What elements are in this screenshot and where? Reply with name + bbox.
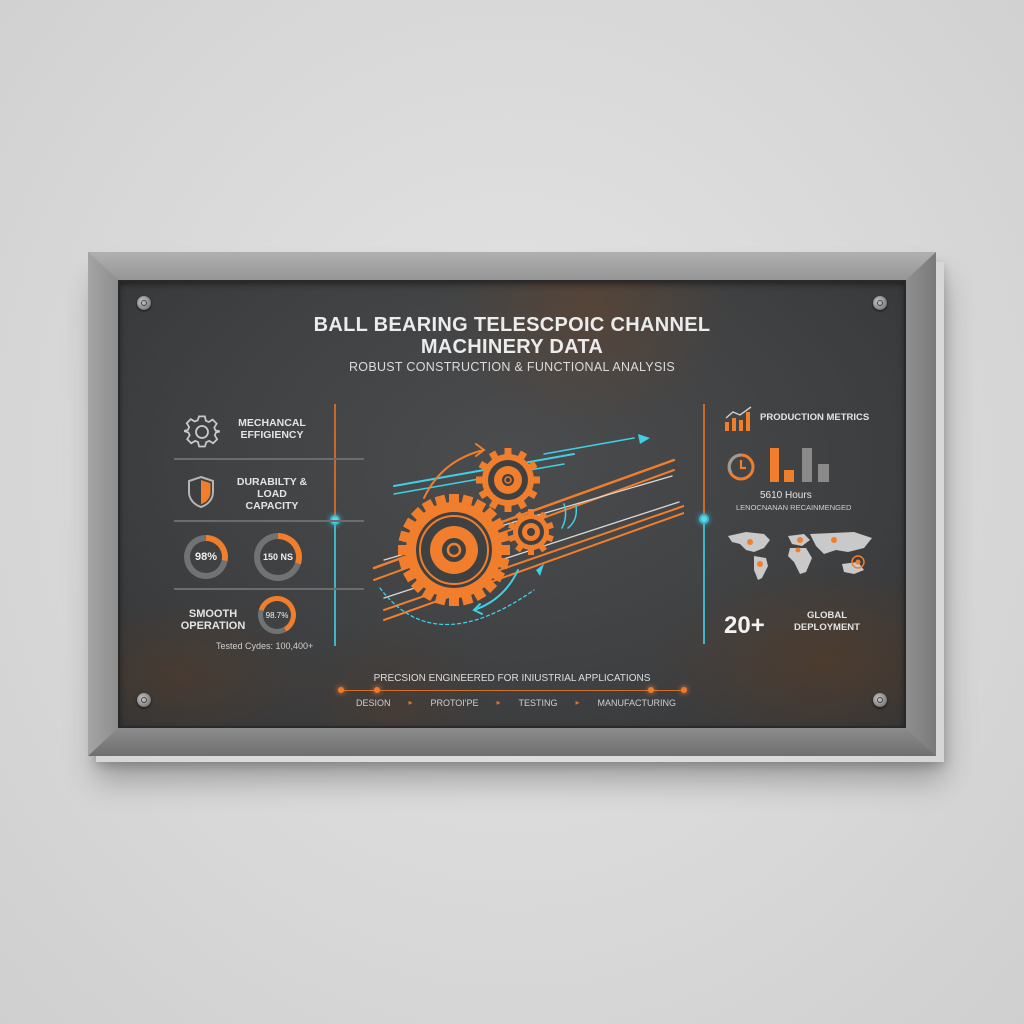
chevron-right-icon: ▸ (496, 698, 501, 707)
hours-caption: LENOCNANAN RECAINMENGED (736, 503, 852, 512)
deployment-count: 20+ (724, 612, 765, 639)
production-metrics-label: PRODUCTION METRICS (760, 412, 870, 423)
chevron-right-icon: ▸ (575, 698, 580, 707)
gauge-efficiency: 98% (184, 535, 228, 579)
process-steps: DESION ▸ PROTOI'PE ▸ TESTING ▸ MANUFACTU… (356, 698, 676, 708)
frame-right-edge (906, 252, 936, 756)
world-map (728, 532, 872, 580)
frame-bottom-edge (88, 728, 936, 756)
timeline-dot (681, 687, 687, 693)
right-connector-node[interactable] (699, 514, 709, 524)
step-prototype[interactable]: PROTOI'PE (430, 698, 479, 708)
deployment-label-line1: GLOBAL (806, 610, 848, 621)
page-title-line1: BALL BEARING TELESCPOIC CHANNEL (313, 314, 711, 336)
gear-mechanism-illustration (372, 434, 684, 626)
shield-icon (188, 475, 214, 509)
bar (770, 448, 779, 482)
clock-icon (727, 453, 755, 481)
gauge-response-time: 150 NS (254, 533, 302, 581)
footer-tagline: PRECSION ENGINEERED FOR INIUSTRIAL APPLI… (373, 673, 651, 684)
dashboard-panel: BALL BEARING TELESCPOIC CHANNEL MACHINER… (118, 280, 906, 728)
page-subtitle: ROBUST CONSTRUCTION & FUNCTIONAL ANALYSI… (348, 360, 675, 374)
step-design[interactable]: DESION (356, 698, 391, 708)
deployment-label-line2: DEPLOYMENT (794, 622, 860, 633)
timeline-dot (648, 687, 654, 693)
screw-icon (137, 296, 151, 310)
screw-icon (873, 693, 887, 707)
chart-trend-icon (725, 406, 752, 431)
right-connector-bottom (703, 520, 705, 644)
screw-icon (137, 693, 151, 707)
divider (174, 458, 364, 460)
left-connector-bottom (334, 524, 336, 646)
chevron-right-icon: ▸ (408, 698, 413, 707)
smooth-operation-line1: SMOOTH (188, 608, 238, 620)
hours-value: 5610 Hours (760, 490, 812, 501)
feature-label-line1: DURABILTY & (236, 476, 308, 488)
step-testing[interactable]: TESTING (518, 698, 558, 708)
hours-bar-chart (770, 446, 832, 482)
feature-label-line1: MECHANCAL (238, 417, 306, 429)
frame-top-edge (88, 252, 936, 280)
divider (174, 520, 364, 522)
tested-cycles: Tested Cydes: 100,400+ (216, 641, 314, 651)
timeline-dot (374, 687, 380, 693)
feature-label-line2: LOAD CAPACITY (245, 488, 299, 512)
step-manufacturing[interactable]: MANUFACTURING (597, 698, 676, 708)
page-title-line2: MACHINERY DATA (420, 336, 604, 358)
screw-icon (873, 296, 887, 310)
gauge-value: 98% (190, 541, 222, 573)
frame-left-edge (88, 252, 118, 756)
gauge-smooth-operation: 98.7% (251, 589, 303, 641)
feature-label-line2: EFFIGIENCY (240, 429, 304, 441)
smooth-operation-line2: OPERATION (180, 620, 246, 632)
process-timeline (342, 690, 684, 691)
bar (784, 470, 794, 482)
bar (802, 448, 812, 482)
gauge-value: 150 NS (260, 539, 296, 575)
left-connector-top (334, 404, 336, 518)
divider (174, 588, 364, 590)
timeline-dot (338, 687, 344, 693)
bar (818, 464, 829, 482)
gear-icon (184, 415, 220, 448)
right-connector-top (703, 404, 705, 514)
gauge-value: 98.7% (263, 601, 291, 629)
